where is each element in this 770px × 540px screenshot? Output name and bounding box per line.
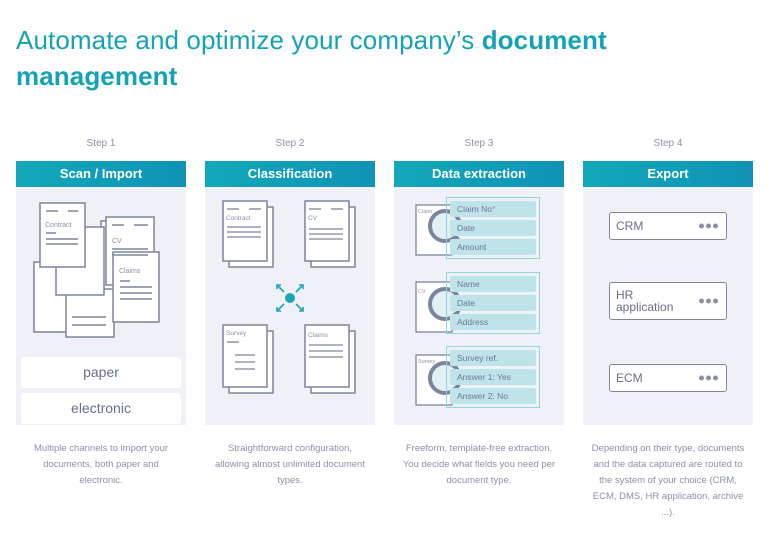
step-label: Step 3 xyxy=(464,138,494,149)
extracted-field: Claim No° xyxy=(450,201,536,217)
step-label: Step 1 xyxy=(86,138,116,149)
channel-paper: paper xyxy=(21,357,181,388)
system-hr-application: HR application xyxy=(609,282,727,320)
svg-text:Survey: Survey xyxy=(226,330,247,337)
step-header: Export xyxy=(583,161,753,187)
step-panel: Contract CV Claims paper electronic xyxy=(16,187,186,425)
step-1: Step 1 Scan / Import Contract xyxy=(16,136,186,489)
step-description: Depending on their type, documents and t… xyxy=(591,443,745,518)
title-bold: document management xyxy=(16,25,607,91)
step-panel: CRM HR application ECM xyxy=(583,187,753,425)
svg-text:CV: CV xyxy=(308,215,318,222)
more-dots-icon xyxy=(699,223,718,229)
svg-text:CV: CV xyxy=(418,289,426,295)
more-dots-icon xyxy=(699,375,718,381)
step-description: Straightforward configuration, allowing … xyxy=(215,443,365,486)
step-3: Step 3 Data extraction Claim C xyxy=(394,136,564,489)
svg-text:Contract: Contract xyxy=(226,215,251,222)
step-panel: Contract CV Survey Claims xyxy=(205,187,375,425)
system-label: HR application xyxy=(616,288,674,314)
channel-electronic: electronic xyxy=(21,393,181,424)
doc-label-claims: Claims xyxy=(119,268,141,275)
system-label: ECM xyxy=(616,371,643,385)
step-4: Step 4 Export CRM HR application ECM Dep… xyxy=(583,136,753,521)
step-description: Multiple channels to import your documen… xyxy=(33,443,169,486)
more-dots-icon xyxy=(699,298,718,304)
extracted-field: Date xyxy=(450,295,536,311)
system-label: CRM xyxy=(616,219,644,233)
step-label: Step 2 xyxy=(275,138,305,149)
step-header: Data extraction xyxy=(394,161,564,187)
svg-text:Survey: Survey xyxy=(418,359,435,365)
doc-label-cv: CV xyxy=(112,238,122,245)
step-description: Freeform, template-free extraction. You … xyxy=(402,443,556,486)
field-group-survey: Survey ref. Answer 1: Yes Answer 2: No xyxy=(446,346,540,408)
svg-text:Claims: Claims xyxy=(308,332,329,339)
extracted-field: Amount xyxy=(450,239,536,255)
extracted-field: Answer 1: Yes xyxy=(450,369,536,385)
svg-text:Claim: Claim xyxy=(418,209,432,215)
extracted-field: Address xyxy=(450,314,536,330)
doc-label-contract: Contract xyxy=(45,222,72,229)
step-2: Step 2 Classification xyxy=(205,136,375,489)
extracted-field: Survey ref. xyxy=(450,350,536,366)
step-header: Scan / Import xyxy=(16,161,186,187)
page-title: Automate and optimize your company’s doc… xyxy=(16,22,756,94)
step-header: Classification xyxy=(205,161,375,187)
expand-arrows-icon xyxy=(276,284,304,312)
system-crm: CRM xyxy=(609,212,727,240)
step-panel: Claim CV Survey Claim No° Date Amount Na… xyxy=(394,187,564,425)
title-normal: Automate and optimize your company’s xyxy=(16,25,482,55)
system-ecm: ECM xyxy=(609,364,727,392)
classification-illustration: Contract CV Survey Claims xyxy=(222,200,356,394)
extracted-field: Answer 2: No xyxy=(450,388,536,404)
field-group-cv: Name Date Address xyxy=(446,272,540,334)
field-group-claim: Claim No° Date Amount xyxy=(446,197,540,259)
step-label: Step 4 xyxy=(653,138,683,149)
extracted-field: Name xyxy=(450,276,536,292)
extracted-field: Date xyxy=(450,220,536,236)
document-stack-icon: Contract CV Claims xyxy=(33,202,160,338)
